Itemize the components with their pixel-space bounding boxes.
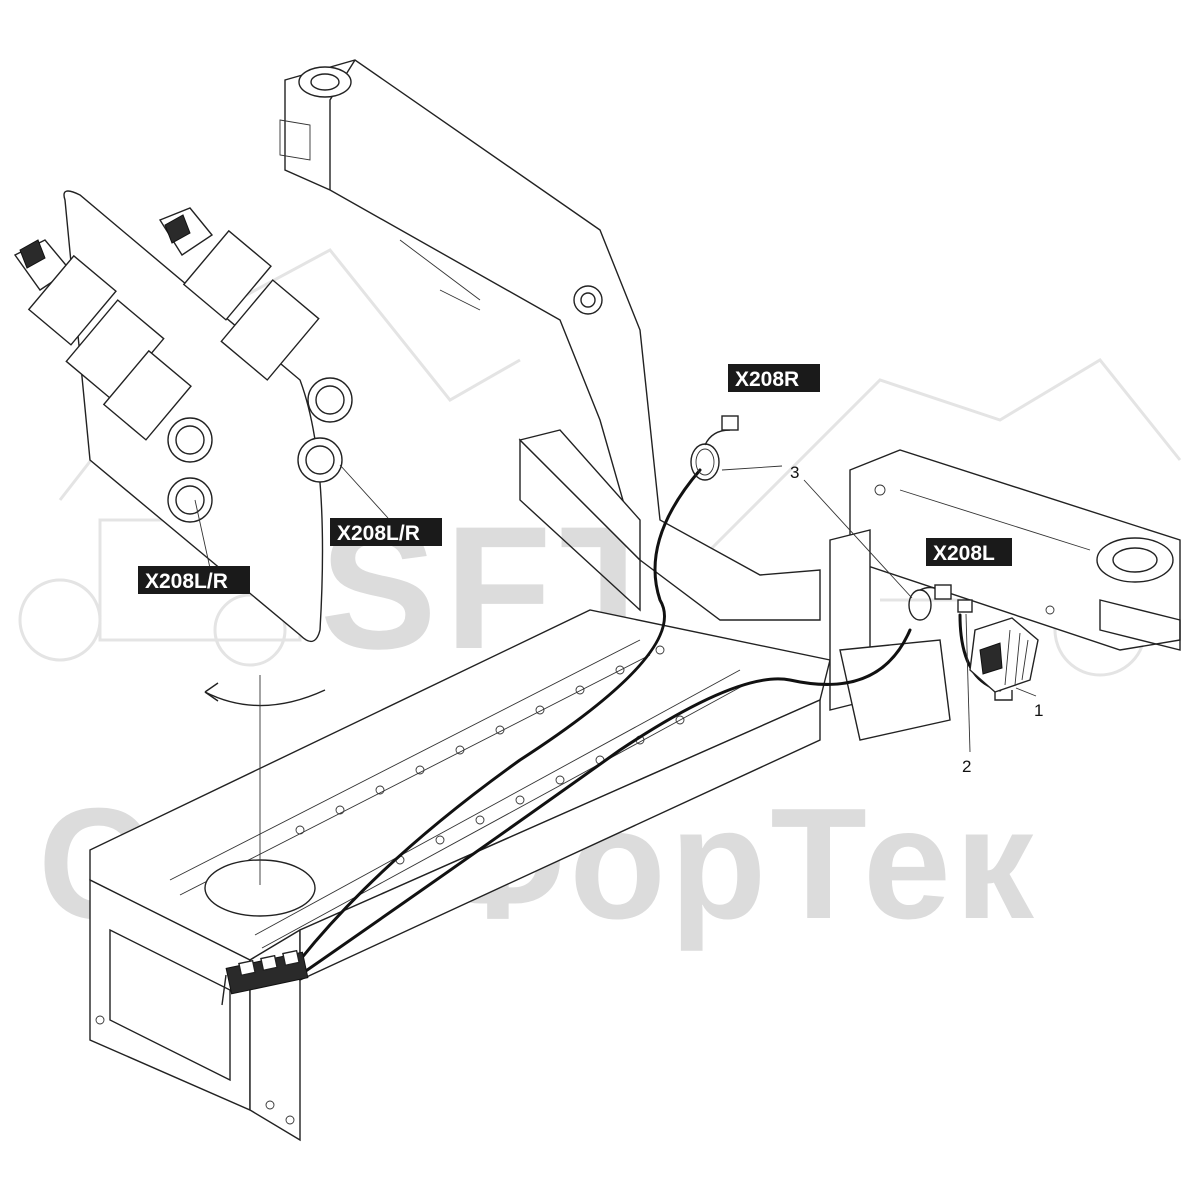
callout-1: 1 bbox=[1034, 701, 1043, 720]
work-light bbox=[969, 617, 1039, 701]
label-x208lr-left-text: X208L/R bbox=[145, 570, 228, 593]
callouts: 3 2 1 bbox=[194, 463, 1043, 776]
connector-plug-x208l bbox=[934, 584, 952, 600]
label-x208lr-right-text: X208L/R bbox=[337, 522, 420, 545]
label-x208r-text: X208R bbox=[735, 368, 799, 391]
frame-holes bbox=[295, 645, 685, 865]
connector-plug-x208r bbox=[721, 415, 739, 431]
upper-swing-arm bbox=[279, 59, 821, 621]
rotate-left-arrow-icon bbox=[204, 689, 326, 707]
connector-socket-2 bbox=[957, 599, 973, 613]
arm-pivot-bore bbox=[298, 66, 352, 98]
callout-3: 3 bbox=[790, 463, 799, 482]
connector-bracket bbox=[221, 949, 309, 1006]
cable-clamp-x208l bbox=[908, 584, 973, 621]
cross-beam bbox=[829, 449, 1181, 741]
callout-2: 2 bbox=[962, 757, 971, 776]
coupler-left bbox=[13, 239, 213, 523]
arm-pin-hole bbox=[573, 285, 603, 315]
mounting-plate bbox=[63, 190, 324, 643]
cable-clamp-x208r bbox=[690, 415, 739, 481]
label-x208lr-right: X208L/R bbox=[330, 518, 442, 546]
label-x208l-text: X208L bbox=[933, 542, 995, 565]
label-x208lr-left: X208L/R bbox=[138, 566, 250, 594]
rotation-indicator bbox=[204, 675, 326, 885]
hydraulic-coupler-assembly bbox=[13, 190, 353, 643]
label-x208r: X208R bbox=[728, 364, 820, 392]
axle-end-hub bbox=[1096, 537, 1174, 583]
coupler-right bbox=[158, 207, 353, 483]
label-x208l: X208L bbox=[926, 538, 1012, 566]
